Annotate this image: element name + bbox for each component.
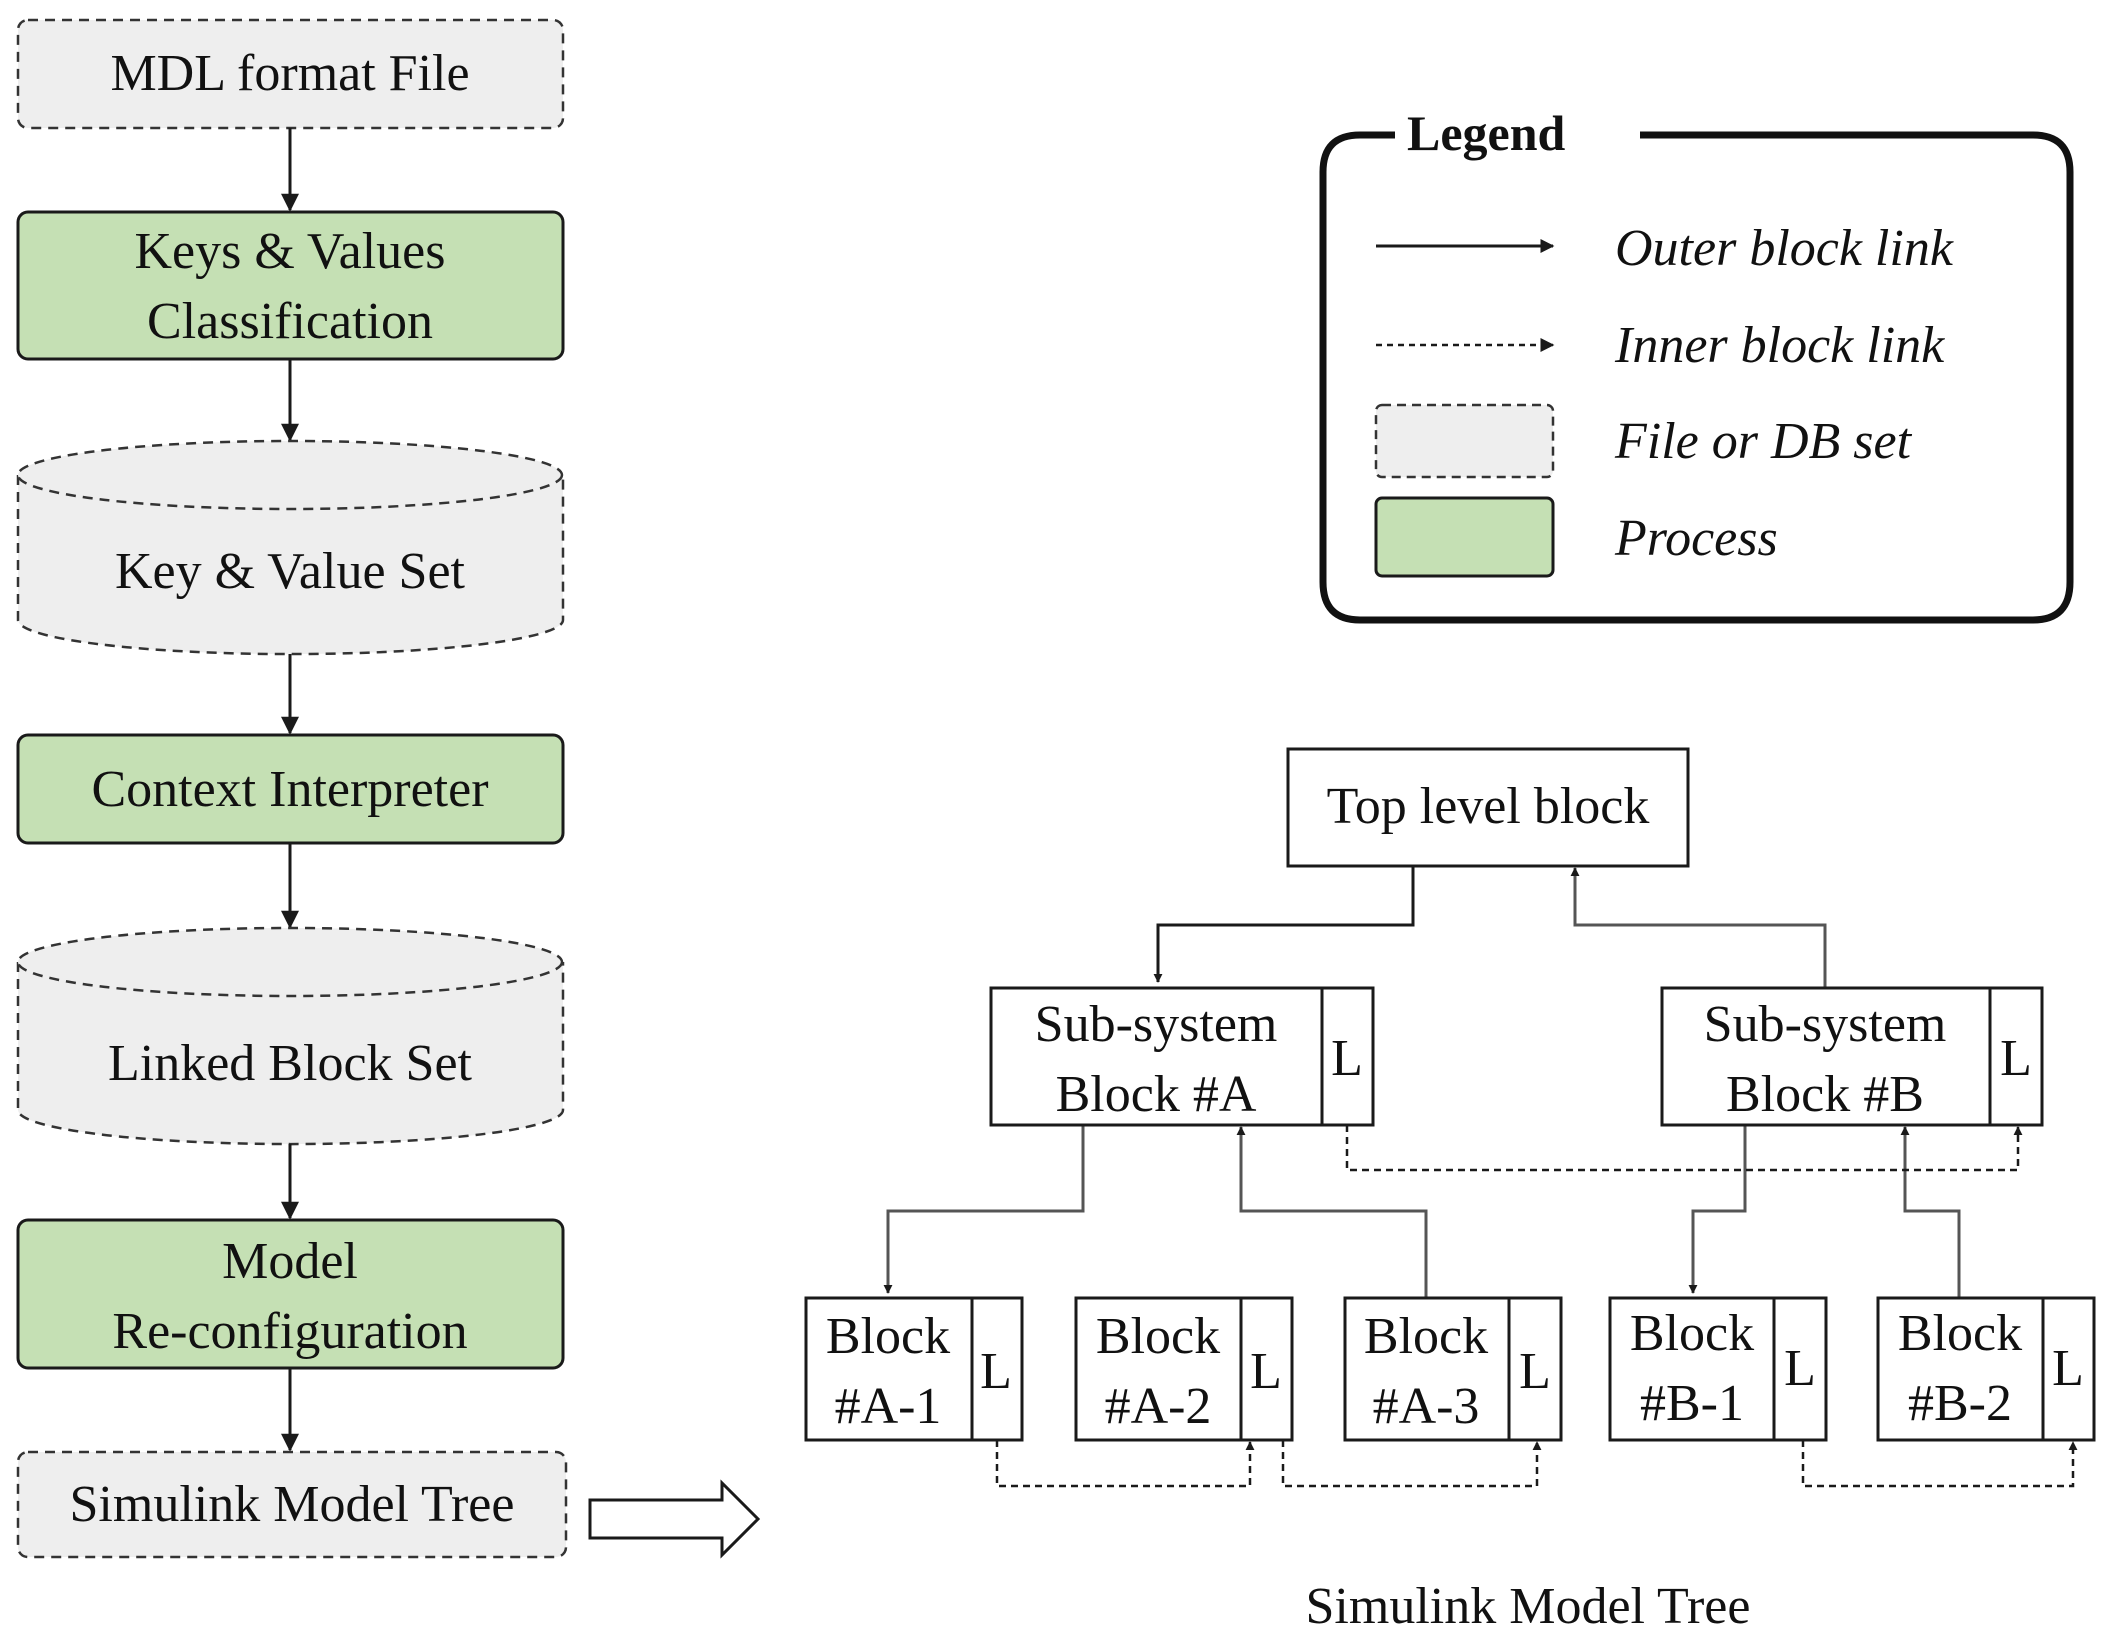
block-a2-link-marker: L [1250, 1343, 1282, 1400]
block-b1-word: Block [1630, 1305, 1754, 1362]
block-a3-word: Block [1364, 1308, 1488, 1365]
block-b2-word: Block [1898, 1305, 2022, 1362]
link-top-to-sub-a [1153, 866, 1415, 983]
legend: Legend Outer block link Inner block link… [1319, 105, 2074, 624]
inner-link-a1-to-a2 [995, 1440, 1255, 1488]
block-b1: Block #B-1 L [1608, 1296, 1828, 1442]
block-b2-id: #B-2 [1908, 1375, 2012, 1432]
link-sub-a-to-a1 [883, 1125, 1085, 1294]
model-reconfig-node: Model Re-configuration [16, 1218, 565, 1370]
model-reconfig-label-2: Re-configuration [112, 1303, 467, 1360]
kv-classification-node: Keys & Values Classification [16, 210, 565, 361]
tree-connectors [883, 866, 2078, 1488]
linked-block-set-label: Linked Block Set [108, 1035, 473, 1092]
inner-link-sub-a-to-sub-b [1345, 1125, 2023, 1172]
top-level-label: Top level block [1327, 778, 1650, 835]
block-a1-id: #A-1 [835, 1378, 942, 1435]
model-tree: Top level block Sub-system Block #A L Su… [804, 747, 2096, 1635]
block-a1-word: Block [826, 1308, 950, 1365]
sub-a-label-1: Sub-system [1035, 996, 1278, 1053]
process-label: Process [1614, 510, 1778, 567]
linked-block-set-node: Linked Block Set [16, 926, 565, 1146]
block-a2-id: #A-2 [1105, 1378, 1212, 1435]
kv-classification-label-2: Classification [147, 293, 433, 350]
block-a1-link-marker: L [980, 1343, 1012, 1400]
block-a2-word: Block [1096, 1308, 1220, 1365]
hollow-right-arrow [588, 1479, 761, 1559]
mdl-file-node: MDL format File [16, 18, 565, 130]
link-a3-to-sub-a [1236, 1126, 1428, 1298]
block-a2: Block #A-2 L [1074, 1296, 1294, 1442]
kv-set-label: Key & Value Set [115, 543, 466, 600]
inner-link-a2-to-a3 [1281, 1440, 1542, 1488]
model-reconfig-label-1: Model [222, 1233, 358, 1290]
simulink-tree-label: Simulink Model Tree [70, 1476, 515, 1533]
flow-column: MDL format File Keys & Values Classifica… [16, 18, 761, 1559]
link-sub-b-to-b1 [1688, 1125, 1747, 1294]
legend-title: Legend [1407, 105, 1566, 161]
sub-b-label-1: Sub-system [1704, 996, 1947, 1053]
block-a3-id: #A-3 [1373, 1378, 1480, 1435]
simulink-tree-node: Simulink Model Tree [16, 1450, 568, 1559]
block-b2: Block #B-2 L [1876, 1296, 2096, 1442]
block-b2-link-marker: L [2052, 1340, 2084, 1397]
process-sample [1374, 496, 1555, 578]
tree-caption: Simulink Model Tree [1306, 1578, 1751, 1635]
sub-b-link-marker: L [2000, 1030, 2032, 1087]
block-b1-link-marker: L [1784, 1340, 1816, 1397]
top-level-block: Top level block [1286, 747, 1690, 868]
outer-link-label: Outer block link [1615, 220, 1954, 277]
context-interpreter-node: Context Interpreter [16, 733, 565, 845]
inner-link-b1-to-b2 [1801, 1440, 2078, 1488]
kv-classification-label-1: Keys & Values [134, 223, 445, 280]
block-b1-id: #B-1 [1640, 1375, 1744, 1432]
block-a3: Block #A-3 L [1343, 1296, 1563, 1442]
context-interpreter-label: Context Interpreter [91, 761, 488, 818]
mdl-file-label: MDL format File [110, 45, 469, 102]
legend-frame [1319, 131, 2074, 624]
file-db-label: File or DB set [1614, 413, 1913, 470]
block-a1: Block #A-1 L [804, 1296, 1024, 1442]
inner-link-label: Inner block link [1614, 317, 1945, 374]
sub-a-label-2: Block #A [1056, 1066, 1257, 1123]
sub-b-label-2: Block #B [1726, 1066, 1924, 1123]
block-a3-link-marker: L [1519, 1343, 1551, 1400]
link-b2-to-sub-b [1900, 1126, 1961, 1298]
kv-set-node: Key & Value Set [16, 439, 565, 656]
file-db-sample [1374, 403, 1555, 479]
link-sub-b-to-top [1570, 867, 1827, 988]
sub-a-link-marker: L [1331, 1030, 1363, 1087]
subsystem-block-b: Sub-system Block #B L [1660, 986, 2044, 1127]
subsystem-block-a: Sub-system Block #A L [989, 986, 1375, 1127]
